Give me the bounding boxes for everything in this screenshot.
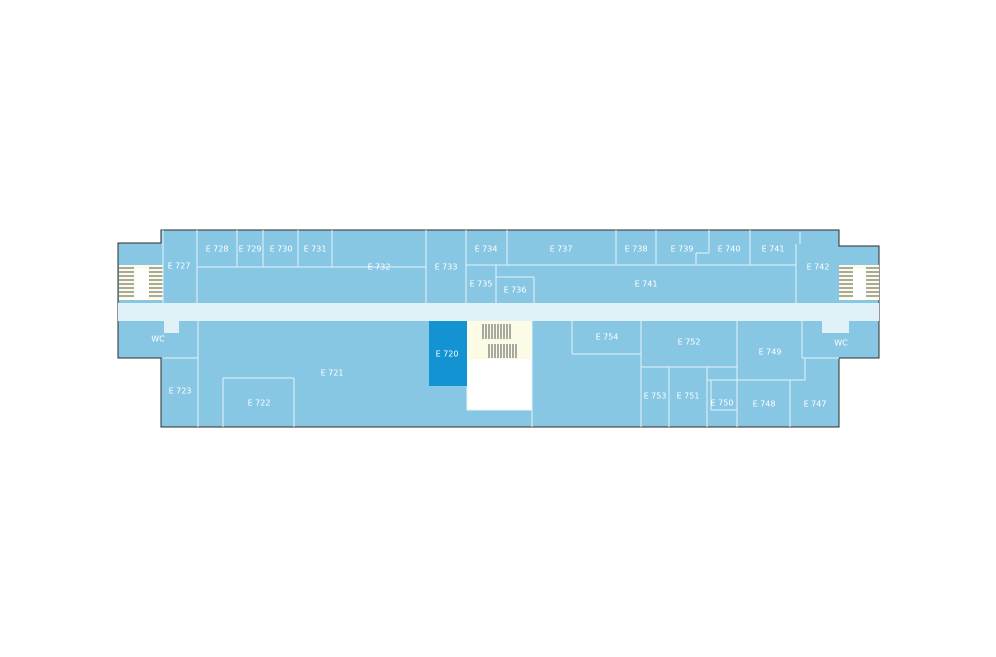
stair-core-landing [467, 321, 532, 359]
room-e735[interactable]: E 735 [470, 280, 493, 289]
room-e722[interactable]: E 722 [248, 399, 271, 408]
room-e750[interactable]: E 750 [711, 399, 734, 408]
room-e732[interactable]: E 732 [368, 263, 391, 272]
room-e721[interactable]: E 721 [321, 369, 344, 378]
left-stair-well [135, 268, 148, 300]
room-e728[interactable]: E 728 [206, 245, 229, 254]
room-e741-top[interactable]: E 741 [762, 245, 785, 254]
room-e749[interactable]: E 749 [759, 348, 782, 357]
stair-core-treads [482, 324, 517, 358]
room-e742[interactable]: E 742 [807, 263, 830, 272]
room-e740[interactable]: E 740 [718, 245, 741, 254]
interior-walls [162, 230, 839, 427]
room-e727[interactable]: E 727 [168, 262, 191, 271]
corridor-notch-left [164, 321, 179, 333]
room-e737[interactable]: E 737 [550, 245, 573, 254]
room-e720-highlight[interactable] [429, 321, 467, 386]
room-e734[interactable]: E 734 [475, 245, 498, 254]
room-e733[interactable]: E 733 [435, 263, 458, 272]
room-e736[interactable]: E 736 [504, 286, 527, 295]
room-wc-left[interactable]: WC [151, 335, 165, 344]
room-e751[interactable]: E 751 [677, 392, 700, 401]
left-stair-treads [119, 267, 163, 297]
room-e738[interactable]: E 738 [625, 245, 648, 254]
room-e729[interactable]: E 729 [239, 245, 262, 254]
room-e731[interactable]: E 731 [304, 245, 327, 254]
right-stair-treads [839, 267, 879, 297]
room-e741[interactable]: E 741 [635, 280, 658, 289]
room-e723[interactable]: E 723 [169, 387, 192, 396]
room-e730[interactable]: E 730 [270, 245, 293, 254]
right-stair-well [853, 268, 866, 300]
room-labels: E 727 E 728 E 729 E 730 E 731 E 732 E 73… [151, 245, 848, 409]
room-e748[interactable]: E 748 [753, 400, 776, 409]
room-e754[interactable]: E 754 [596, 333, 619, 342]
room-e753[interactable]: E 753 [644, 392, 667, 401]
main-corridor [118, 303, 879, 321]
room-e720[interactable]: E 720 [436, 350, 459, 359]
room-e747[interactable]: E 747 [804, 400, 827, 409]
room-e739[interactable]: E 739 [671, 245, 694, 254]
corridor-notch-right [822, 321, 849, 333]
room-wc-right[interactable]: WC [834, 339, 848, 348]
room-e752[interactable]: E 752 [678, 338, 701, 347]
